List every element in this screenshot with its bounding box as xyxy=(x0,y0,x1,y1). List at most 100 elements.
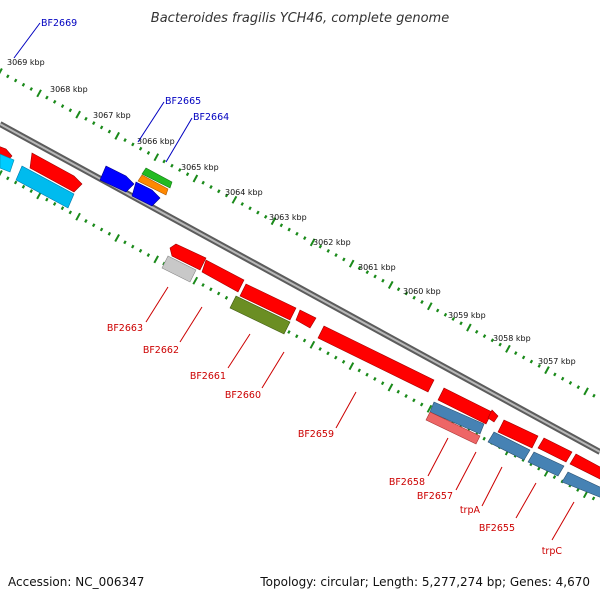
topology-text: Topology: circular; Length: 5,277,274 bp… xyxy=(260,575,590,589)
minor-tick xyxy=(99,125,104,130)
gene-feature[interactable] xyxy=(437,387,493,425)
gene-feature[interactable] xyxy=(497,419,539,449)
gene-label-bf2669[interactable]: BF2669 xyxy=(41,18,77,29)
minor-tick xyxy=(6,74,10,79)
leader-line xyxy=(165,117,193,163)
minor-tick xyxy=(68,108,73,113)
minor-tick xyxy=(201,180,205,185)
gene-feature[interactable] xyxy=(561,471,600,498)
minor-tick xyxy=(412,295,416,300)
minor-tick xyxy=(209,185,213,189)
minor-tick xyxy=(92,121,96,126)
leader-line xyxy=(145,286,169,323)
gene-label-bf2661[interactable]: BF2661 xyxy=(190,371,226,382)
gene-feature[interactable] xyxy=(537,437,573,463)
minor-tick xyxy=(178,168,182,172)
gene-feature[interactable] xyxy=(99,165,135,193)
minor-tick xyxy=(514,351,518,356)
gene-feature[interactable] xyxy=(425,411,481,445)
minor-tick xyxy=(459,321,463,326)
gene-label-bf2662[interactable]: BF2662 xyxy=(143,345,179,356)
minor-tick xyxy=(482,436,486,441)
scale-label: 3069 kbp xyxy=(7,58,45,67)
gene-feature[interactable] xyxy=(487,431,531,461)
gene-feature[interactable] xyxy=(429,401,485,435)
minor-tick xyxy=(568,380,573,385)
minor-tick xyxy=(373,376,377,381)
minor-tick xyxy=(334,355,338,360)
major-tick xyxy=(309,340,316,349)
gene-label-trpc[interactable]: trpC xyxy=(542,546,563,557)
leader-line xyxy=(227,333,251,369)
leader-line xyxy=(261,351,285,389)
gene-feature[interactable] xyxy=(239,283,297,321)
gene-feature[interactable] xyxy=(569,453,600,480)
minor-tick xyxy=(591,496,596,501)
minor-tick xyxy=(451,317,455,321)
gene-label-trpa[interactable]: trpA xyxy=(460,505,481,516)
gene-label-bf2659[interactable]: BF2659 xyxy=(298,429,334,440)
minor-tick xyxy=(357,265,362,270)
major-tick xyxy=(348,259,355,268)
minor-tick xyxy=(60,104,65,109)
gene-feature[interactable] xyxy=(527,451,565,477)
gene-label-bf2657[interactable]: BF2657 xyxy=(417,491,453,502)
gene-feature[interactable] xyxy=(15,165,75,209)
minor-tick xyxy=(123,240,127,245)
gene-label-bf2665[interactable]: BF2665 xyxy=(165,96,201,107)
gene-label-bf2663[interactable]: BF2663 xyxy=(107,323,143,334)
gene-label-bf2664[interactable]: BF2664 xyxy=(193,112,229,123)
forward-genes xyxy=(0,146,173,207)
minor-tick xyxy=(162,159,166,164)
major-tick xyxy=(466,323,472,332)
minor-tick xyxy=(146,150,151,155)
minor-tick xyxy=(68,210,73,215)
scale-labels: 3069 kbp 3068 kbp 3067 kbp 3066 kbp 3065… xyxy=(7,58,576,366)
minor-tick xyxy=(334,253,338,258)
gene-feature[interactable] xyxy=(0,153,15,173)
gene-feature[interactable] xyxy=(141,167,173,189)
minor-tick xyxy=(84,116,88,121)
minor-tick xyxy=(263,214,268,219)
scale-label: 3063 kbp xyxy=(269,213,307,222)
major-tick xyxy=(583,387,589,396)
minor-tick xyxy=(341,359,346,364)
scale-label: 3058 kbp xyxy=(493,334,531,343)
major-tick xyxy=(114,131,120,140)
minor-tick xyxy=(326,351,330,356)
major-tick xyxy=(0,68,3,75)
gene-feature[interactable] xyxy=(161,255,197,283)
major-tick xyxy=(75,212,81,221)
gene-feature[interactable] xyxy=(29,152,83,193)
major-tick xyxy=(505,344,511,353)
minor-tick xyxy=(303,236,307,241)
gene-label-bf2658[interactable]: BF2658 xyxy=(389,477,425,488)
gene-feature[interactable] xyxy=(229,295,291,335)
scale-label: 3065 kbp xyxy=(181,163,219,172)
gene-feature[interactable] xyxy=(295,309,317,329)
minor-tick xyxy=(419,402,424,407)
minor-tick xyxy=(287,330,291,334)
gene-feature[interactable] xyxy=(137,174,169,196)
gene-feature[interactable] xyxy=(317,325,435,393)
minor-tick xyxy=(60,206,65,211)
scale-label: 3061 kbp xyxy=(358,263,396,272)
gene-label-bf2655[interactable]: BF2655 xyxy=(479,523,515,534)
gene-feature[interactable] xyxy=(487,409,499,423)
gene-label-bf2660[interactable]: BF2660 xyxy=(225,390,261,401)
leader-line xyxy=(179,306,203,343)
minor-tick xyxy=(123,138,127,143)
leader-line xyxy=(335,391,357,429)
minor-tick xyxy=(107,129,112,134)
minor-tick xyxy=(553,372,557,377)
minor-tick xyxy=(201,283,205,287)
minor-tick xyxy=(185,172,190,177)
gene-feature[interactable] xyxy=(201,259,245,293)
gene-feature[interactable] xyxy=(169,243,207,271)
minor-tick xyxy=(224,295,229,300)
minor-tick xyxy=(443,312,448,317)
gene-feature[interactable] xyxy=(131,181,161,207)
leader-line xyxy=(455,451,477,491)
scale-label: 3057 kbp xyxy=(538,357,576,366)
